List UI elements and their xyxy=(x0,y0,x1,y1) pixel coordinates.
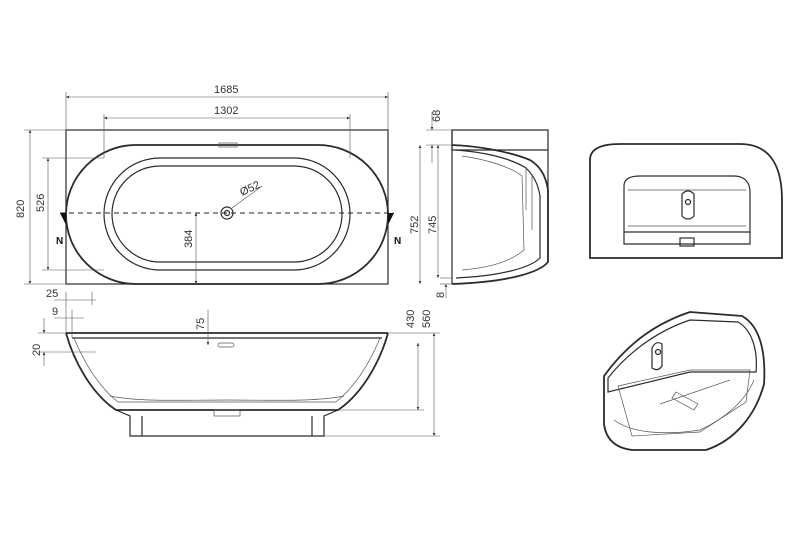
section-marker-right: N xyxy=(394,236,401,247)
tub-base xyxy=(115,409,339,437)
drain-core xyxy=(223,209,231,217)
pv-iso-drain-cover xyxy=(671,391,699,411)
section-marker-left: N xyxy=(56,236,63,247)
drain-leader xyxy=(231,185,263,209)
pv-top-outer xyxy=(589,143,783,259)
dim-752: 752 xyxy=(409,216,421,234)
pv-iso-rim xyxy=(607,319,757,393)
dim-1685: 1685 xyxy=(214,84,238,96)
tub-body-inner xyxy=(73,337,381,403)
tub-profile-outer xyxy=(451,144,549,285)
dim-560: 560 xyxy=(421,310,433,328)
pv-iso-faucet xyxy=(651,342,663,371)
dim-384: 384 xyxy=(183,230,195,248)
perspective-iso-view xyxy=(603,311,766,451)
front-overflow xyxy=(217,342,235,348)
dim-430: 430 xyxy=(405,310,417,328)
dim-745: 745 xyxy=(427,216,439,234)
tub-body-contour xyxy=(109,395,345,401)
dim-9: 9 xyxy=(52,306,58,318)
back-panel-sides xyxy=(451,130,549,284)
top-view: Ø52 N N 1685 1302 820 526 384 xyxy=(15,84,401,285)
pv-top-drain xyxy=(679,237,695,247)
dim-1302: 1302 xyxy=(214,105,238,117)
pv-top-step xyxy=(623,232,751,245)
perspective-top-view xyxy=(589,143,783,259)
dim-526: 526 xyxy=(35,194,47,212)
tub-basin xyxy=(111,165,343,263)
tub-inner-rim xyxy=(103,157,351,271)
pv-iso-outer xyxy=(603,311,766,451)
dim-8: 8 xyxy=(435,292,447,298)
dim-75: 75 xyxy=(195,318,207,330)
overflow-slot xyxy=(218,142,238,148)
pv-iso-basin xyxy=(617,369,751,437)
profile-details xyxy=(525,168,533,230)
side-section-view: 68 752 745 8 xyxy=(409,110,549,298)
back-panel-top xyxy=(451,129,549,151)
drain-outlet xyxy=(213,409,241,417)
tub-profile-basin xyxy=(461,155,525,271)
pv-iso-line xyxy=(659,379,731,405)
tub-profile-inner xyxy=(455,149,541,279)
section-arrow-right xyxy=(388,213,394,225)
section-arrow-left xyxy=(60,213,66,225)
pv-top-faucet xyxy=(681,190,695,220)
front-elevation-view: 25 9 20 75 430 560 xyxy=(31,288,440,437)
pv-top-basin xyxy=(623,175,751,233)
dim-68: 68 xyxy=(431,110,443,122)
dim-820: 820 xyxy=(15,200,27,218)
dim-25: 25 xyxy=(46,288,58,300)
dim-20: 20 xyxy=(31,344,43,356)
pv-iso-contour xyxy=(613,379,755,434)
drain xyxy=(220,206,234,220)
pv-top-inner-lines xyxy=(628,189,746,227)
drain-diameter-label: Ø52 xyxy=(238,179,262,199)
